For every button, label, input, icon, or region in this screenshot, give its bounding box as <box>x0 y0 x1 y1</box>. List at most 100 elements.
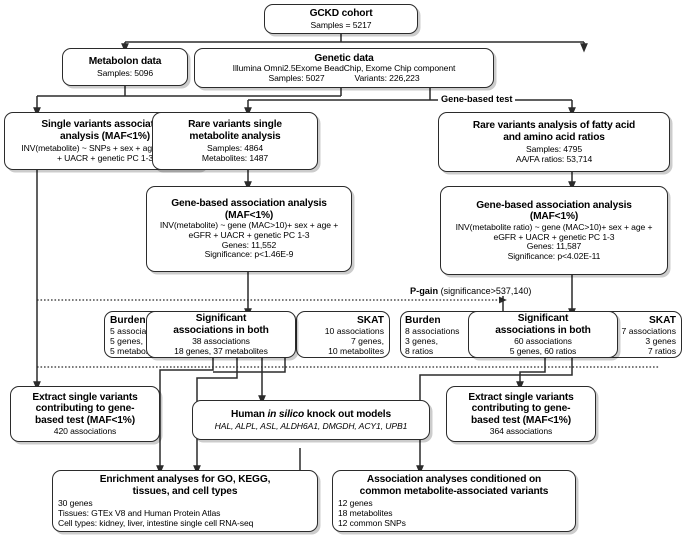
stat-line2: 3 genes <box>645 336 676 346</box>
node-detail-celltypes: Cell types: kidney, liver, intestine sin… <box>58 517 254 528</box>
node-skat-left-container[interactable] <box>296 311 390 358</box>
stat-line1: 8 associations <box>405 326 460 336</box>
stat-skat-right: SKAT 7 associations 3 genes 7 ratios <box>600 315 676 356</box>
node-title-line2: contributing to gene- <box>471 403 571 415</box>
node-title-line1: Rare variants analysis of fatty acid <box>472 120 636 132</box>
node-title-line1: Extract single variants <box>32 391 138 403</box>
node-detail-model1: INV(metabolite ratio) ~ gene (MAC>10)+ s… <box>455 221 653 232</box>
stat-line2: 7 genes, <box>351 336 384 346</box>
knockout-title-post: knock out models <box>304 409 391 421</box>
node-detail-assoc: 420 associations <box>53 426 117 437</box>
node-detail-metabolites: Metabolites: 1487 <box>201 152 269 163</box>
node-detail-assoc: 60 associations <box>514 336 572 347</box>
node-title-line1: Gene-based association analysis <box>171 198 327 210</box>
stat-burden-left: Burden 5 associations 5 genes, 5 metabol… <box>110 315 194 356</box>
node-rare-variants-ratios[interactable]: Rare variants analysis of fatty acid and… <box>438 112 670 172</box>
node-title-line1: Rare variants single <box>188 119 282 131</box>
node-title: Human in silico knock out models <box>231 409 391 421</box>
stat-skat-left: SKAT 10 associations 7 genes, 10 metabol… <box>300 315 384 356</box>
node-title-line2: and amino acid ratios <box>503 132 605 143</box>
node-detail-snps: 12 common SNPs <box>338 517 406 528</box>
stat-heading: SKAT <box>649 315 676 326</box>
node-detail-model1: INV(metabolite) ~ gene (MAC>10)+ sex + a… <box>159 220 339 231</box>
node-title: Metabolon data <box>88 56 162 68</box>
node-title-line2: contributing to gene- <box>35 403 135 415</box>
node-enrichment-analyses[interactable]: Enrichment analyses for GO, KEGG, tissue… <box>52 470 318 532</box>
stat-burden-right: Burden 8 associations 3 genes, 8 ratios <box>405 315 489 356</box>
node-title-line1: Enrichment analyses for GO, KEGG, <box>99 474 271 486</box>
node-title-line1: Association analyses conditioned on <box>366 474 542 486</box>
node-knockout-models[interactable]: Human in silico knock out models HAL, AL… <box>192 400 430 440</box>
node-detail-genes: 12 genes <box>338 497 373 508</box>
node-extract-single-variants-right[interactable]: Extract single variants contributing to … <box>446 386 596 442</box>
stat-line2: 5 genes, <box>110 336 143 346</box>
stat-line3: 10 metabolites <box>328 346 384 356</box>
node-detail-significance: Significance: p<4.02E-11 <box>507 250 601 261</box>
node-detail-genes: 5 genes, 60 ratios <box>509 346 577 357</box>
node-conditioned-analyses[interactable]: Association analyses conditioned on comm… <box>332 470 576 532</box>
node-detail-genes: Genes: 11,587 <box>526 241 582 252</box>
node-title-line2: analysis (MAF<1%) <box>59 131 151 142</box>
node-detail-model2: eGFR + UACR + genetic PC 1-3 <box>188 230 310 240</box>
node-gene-based-association-left[interactable]: Gene-based association analysis (MAF<1%)… <box>146 186 352 272</box>
node-detail-variants: Variants: 226,223 <box>354 72 420 83</box>
stat-line1: 5 associations <box>110 326 165 336</box>
node-title-line2: (MAF<1%) <box>529 211 579 223</box>
stat-heading: Burden <box>405 315 441 326</box>
node-detail-model2: eGFR + UACR + genetic PC 1-3 <box>493 231 615 242</box>
node-title-line1: Single variants association <box>41 119 169 131</box>
knockout-title-italic: in silico <box>267 409 305 421</box>
node-significant-both-right[interactable]: Significant associations in both 60 asso… <box>468 311 618 358</box>
node-detail-genes: HAL, ALPL, ASL, ALDH6A1, DMGDH, ACY1, UP… <box>214 420 408 431</box>
node-rare-variants-single-metabolite[interactable]: Rare variants single metabolite analysis… <box>152 112 318 170</box>
edge-label-gene-based-test: Gene-based test <box>438 94 516 104</box>
node-detail-genes: Genes: 11,552 <box>221 239 277 250</box>
node-title-line1: Extract single variants <box>468 391 574 403</box>
stat-line3: 5 metabolites <box>110 346 162 356</box>
node-gckd-cohort[interactable]: GCKD cohort Samples = 5217 <box>264 4 418 34</box>
node-title-line1: Significant <box>195 312 247 324</box>
node-title-line2: common metabolite-associated variants <box>359 486 549 497</box>
node-title: GCKD cohort <box>309 8 373 20</box>
node-detail-samples: Samples: 4795 <box>525 143 583 154</box>
knockout-title-pre: Human <box>231 409 268 421</box>
stat-line3: 8 ratios <box>405 346 434 356</box>
pgain-bold-text: P-gain <box>410 286 439 296</box>
node-detail-model2: + UACR + genetic PC 1-3 <box>56 152 154 163</box>
node-detail-platform: Illumina Omni2.5Exome BeadChip, Exome Ch… <box>232 63 456 74</box>
node-detail-model1: INV(metabolite) ~ SNPs + sex + age + eGF… <box>21 142 189 153</box>
node-extract-single-variants-left[interactable]: Extract single variants contributing to … <box>10 386 160 442</box>
stat-line1: 7 associations <box>621 326 676 336</box>
node-title-line3: based test (MAF<1%) <box>35 414 135 426</box>
node-detail-samples: Samples: 4864 <box>206 142 264 153</box>
node-detail-samples: Samples: 5027 <box>268 72 325 83</box>
node-title-line2: metabolite analysis <box>189 131 281 142</box>
node-detail-assoc: 38 associations <box>192 336 250 347</box>
node-detail-significance: Significance: p<1.46E-9 <box>204 249 294 260</box>
node-title-line2: associations in both <box>495 324 591 336</box>
node-detail-genes: 18 genes, 37 metabolites <box>174 346 268 357</box>
pgain-rest-text: (significance>537,140) <box>438 286 532 296</box>
node-detail-ratios: AA/FA ratios: 53,714 <box>515 153 593 164</box>
node-title-line2: (MAF<1%) <box>224 209 274 221</box>
edge-label-text: Gene-based test <box>441 94 513 104</box>
stat-line1: 10 associations <box>324 326 384 336</box>
stat-line2: 3 genes, <box>405 336 438 346</box>
edge-label-pgain: P-gain (significance>537,140) <box>408 286 534 296</box>
node-detail-tissues: Tissues: GTEx V8 and Human Protein Atlas <box>58 507 221 518</box>
stat-heading: Burden <box>110 315 146 326</box>
node-significant-both-left[interactable]: Significant associations in both 38 asso… <box>146 311 296 358</box>
node-title-line1: Significant <box>517 312 569 324</box>
node-detail: Samples: 5096 <box>96 67 154 78</box>
node-genetic-data[interactable]: Genetic data Illumina Omni2.5Exome BeadC… <box>194 48 494 88</box>
node-detail-genes: 30 genes <box>58 497 93 508</box>
node-title-line3: based test (MAF<1%) <box>471 414 571 426</box>
node-detail: Samples = 5217 <box>310 19 372 30</box>
node-metabolon-data[interactable]: Metabolon data Samples: 5096 <box>62 48 188 86</box>
node-title-line2: tissues, and cell types <box>132 486 238 497</box>
stat-heading: SKAT <box>357 315 384 326</box>
stat-line3: 7 ratios <box>647 346 676 356</box>
node-gene-based-association-right[interactable]: Gene-based association analysis (MAF<1%)… <box>440 186 668 275</box>
node-detail-metabolites: 18 metabolites <box>338 507 393 518</box>
